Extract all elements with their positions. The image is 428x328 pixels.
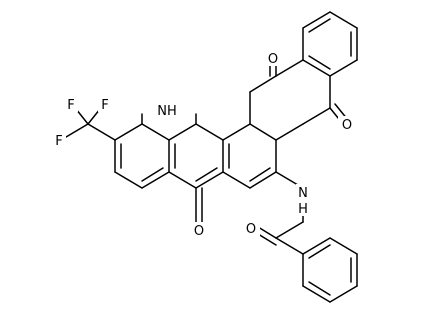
atom-label-h: H	[298, 202, 308, 217]
bond	[275, 237, 304, 255]
atom-label-nh: NH	[157, 104, 177, 119]
bond	[114, 171, 143, 189]
atom-label-o: O	[342, 118, 352, 133]
bond	[249, 123, 277, 141]
bond	[302, 11, 331, 29]
bond	[222, 171, 251, 189]
bond	[308, 244, 331, 259]
bond	[141, 171, 170, 189]
bond	[308, 18, 331, 33]
atom-labels: O O O O NH N H F F F	[52, 50, 356, 239]
bond	[249, 167, 271, 182]
atom-label-f: F	[67, 98, 74, 113]
bond	[329, 285, 358, 303]
bond	[302, 237, 331, 255]
bond	[222, 123, 251, 141]
bonds	[60, 11, 358, 303]
bond	[308, 55, 331, 70]
atom-label-o: O	[246, 222, 256, 237]
bond	[195, 171, 224, 189]
bond	[195, 167, 218, 182]
bond	[249, 171, 277, 189]
bond	[114, 123, 143, 141]
bond	[329, 59, 358, 77]
bond	[168, 123, 197, 141]
bond	[141, 167, 164, 182]
atom-label-n: N	[298, 186, 308, 201]
bond	[275, 59, 304, 77]
bond	[275, 221, 304, 239]
atom-label-o: O	[268, 52, 278, 67]
bond	[87, 123, 116, 141]
bond	[141, 123, 170, 141]
bond	[302, 285, 331, 303]
bond	[249, 75, 277, 93]
bond	[302, 107, 331, 125]
bond	[302, 59, 331, 77]
bond	[308, 281, 331, 296]
bond	[329, 11, 358, 29]
bond	[275, 123, 304, 141]
bond	[168, 171, 197, 189]
atom-label-f: F	[101, 98, 108, 113]
bond	[329, 237, 358, 255]
bond	[195, 123, 224, 141]
atom-label-f: F	[55, 134, 62, 149]
atom-label-o: O	[194, 224, 204, 239]
